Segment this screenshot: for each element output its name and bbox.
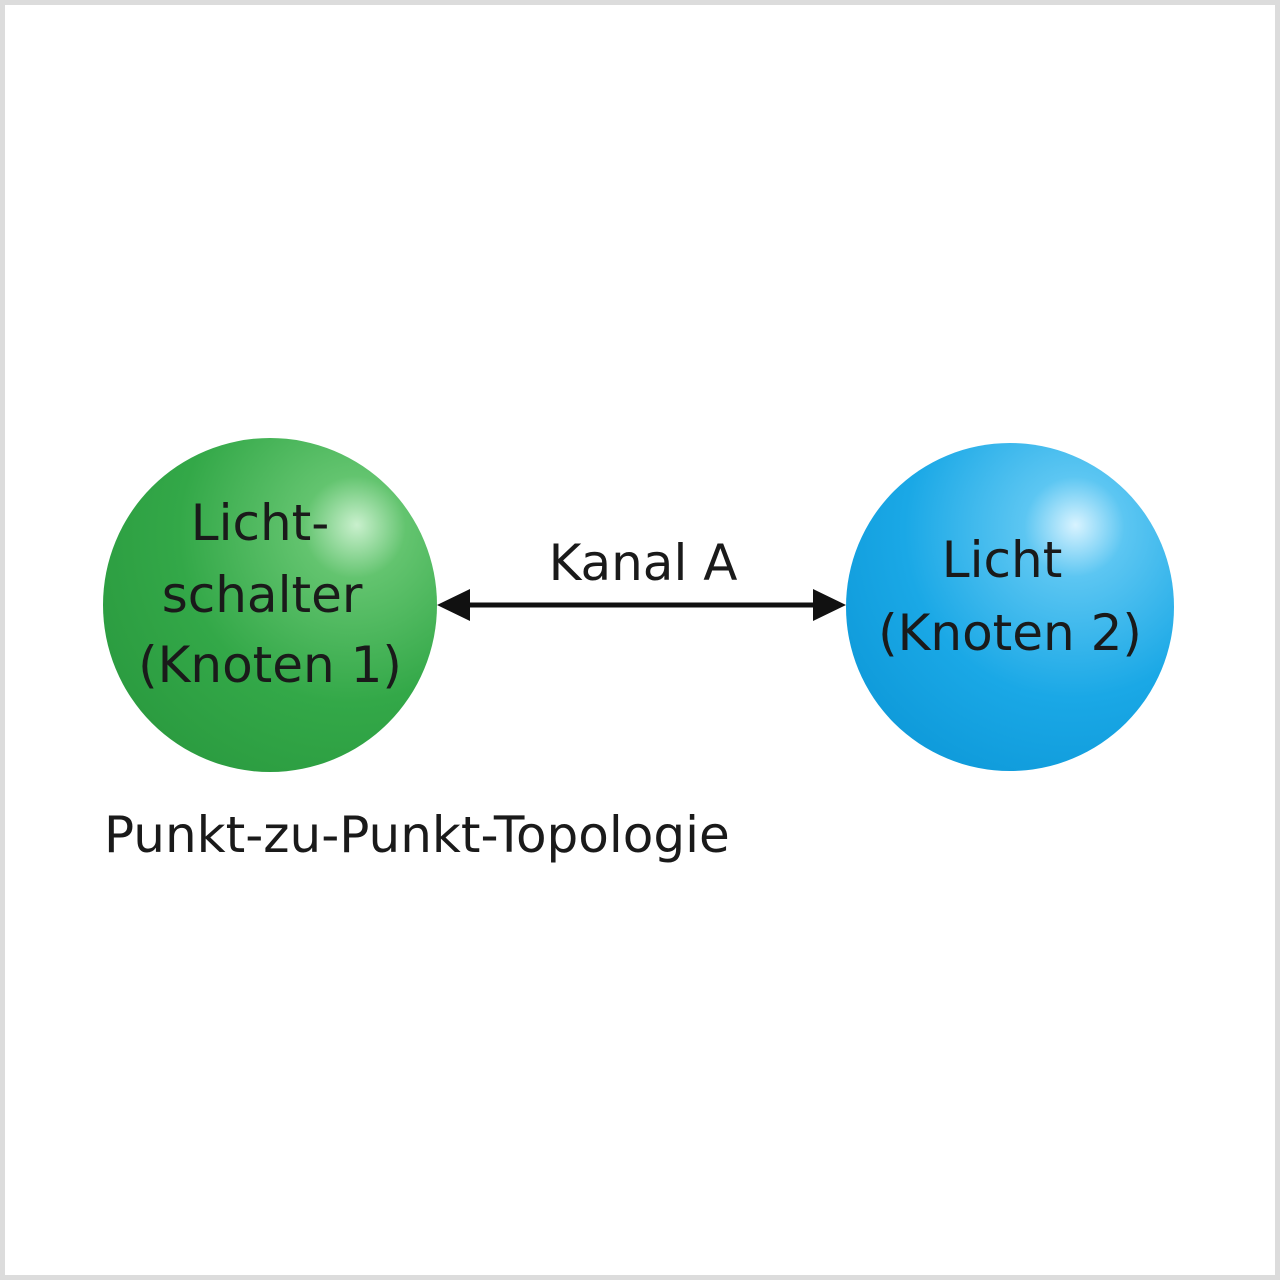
diagram-caption: Punkt-zu-Punkt-Topologie (104, 806, 730, 864)
link-label: Kanal A (549, 534, 738, 592)
arrowhead-right-icon (813, 589, 846, 621)
node-2-line-1: Licht (942, 531, 1063, 589)
arrowhead-left-icon (437, 589, 470, 621)
node-1-sphere (103, 438, 437, 772)
node-1-line-2: schalter (162, 566, 363, 624)
node-1-label: Licht- schalter (Knoten 1) (138, 494, 402, 694)
node-2-line-2: (Knoten 2) (878, 604, 1142, 662)
node-1-line-1: Licht- (191, 494, 330, 552)
node-licht: Licht (Knoten 2) (846, 443, 1174, 771)
node-1-line-3: (Knoten 1) (138, 636, 402, 694)
node-2-sphere (846, 443, 1174, 771)
node-lichtschalter: Licht- schalter (Knoten 1) (103, 438, 437, 772)
node-2-label: Licht (Knoten 2) (878, 531, 1142, 662)
link-kanal-a: Kanal A (437, 534, 846, 621)
